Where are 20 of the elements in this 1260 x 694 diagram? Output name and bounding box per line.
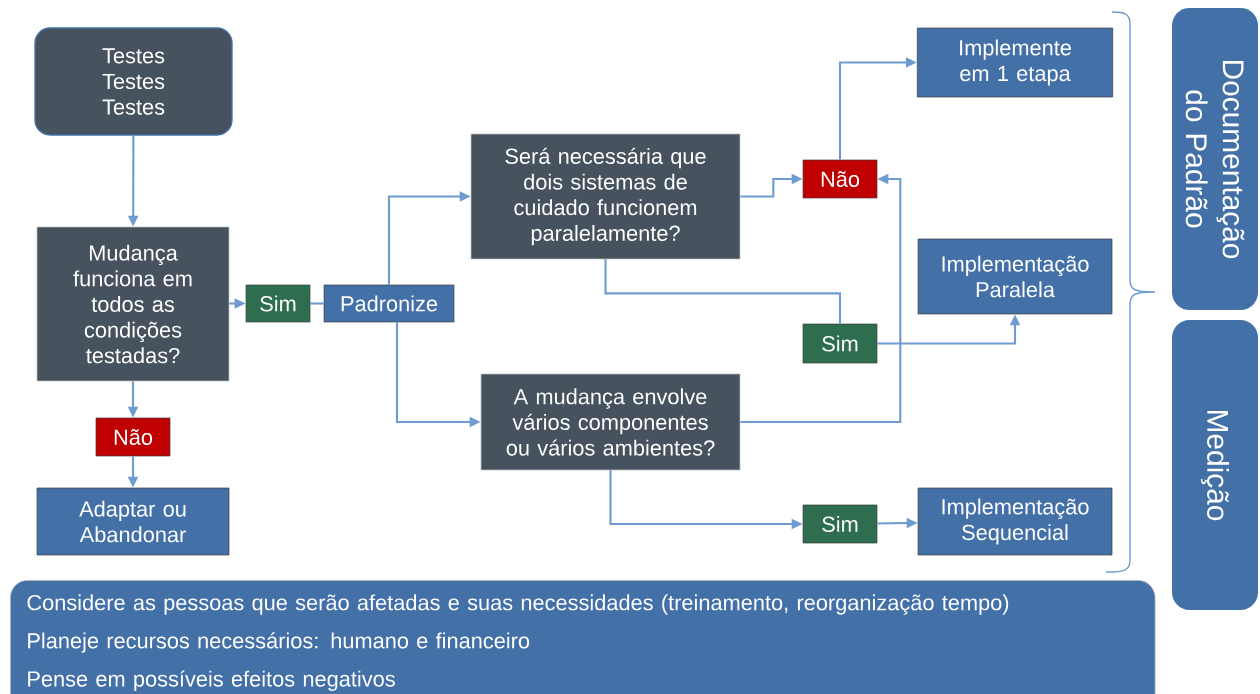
- question-box: A mudança envolve vários componentes ou vários ambientes?: [480, 373, 741, 471]
- yes-box: Sim: [245, 284, 311, 323]
- action-box: Adaptar ou Abandonar: [36, 487, 230, 556]
- node-box: Testes Testes Testes: [34, 27, 233, 136]
- yes-box: Sim: [802, 504, 878, 544]
- no-box: Não: [802, 159, 878, 199]
- action-box: Implementação Sequencial: [917, 487, 1113, 556]
- side-panel: Medição: [1172, 320, 1258, 610]
- notes-panel: [10, 580, 1156, 694]
- action-box: Padronize: [323, 284, 455, 323]
- question-box: Mudança funciona em todos as condições testadas?: [36, 226, 230, 382]
- action-box: Implemente em 1 etapa: [916, 27, 1114, 98]
- question-box: Será necessária que dois sistemas de cuidado funcionem paralelamente?: [470, 133, 741, 260]
- text-line: Considere as pessoas que serão afetadas e suas necessidades (treinamento, reorganização tempo): [27, 594, 1009, 615]
- text-line: Pense em possíveis efeitos negativos: [28, 670, 395, 691]
- side-panel: Documentação do Padrão: [1172, 8, 1258, 310]
- yes-box: Sim: [802, 323, 878, 364]
- text-line: Planeje recursos necessários: humano e financeiro: [28, 632, 530, 653]
- no-box: Não: [95, 417, 171, 457]
- action-box: Implementação Paralela: [917, 238, 1113, 315]
